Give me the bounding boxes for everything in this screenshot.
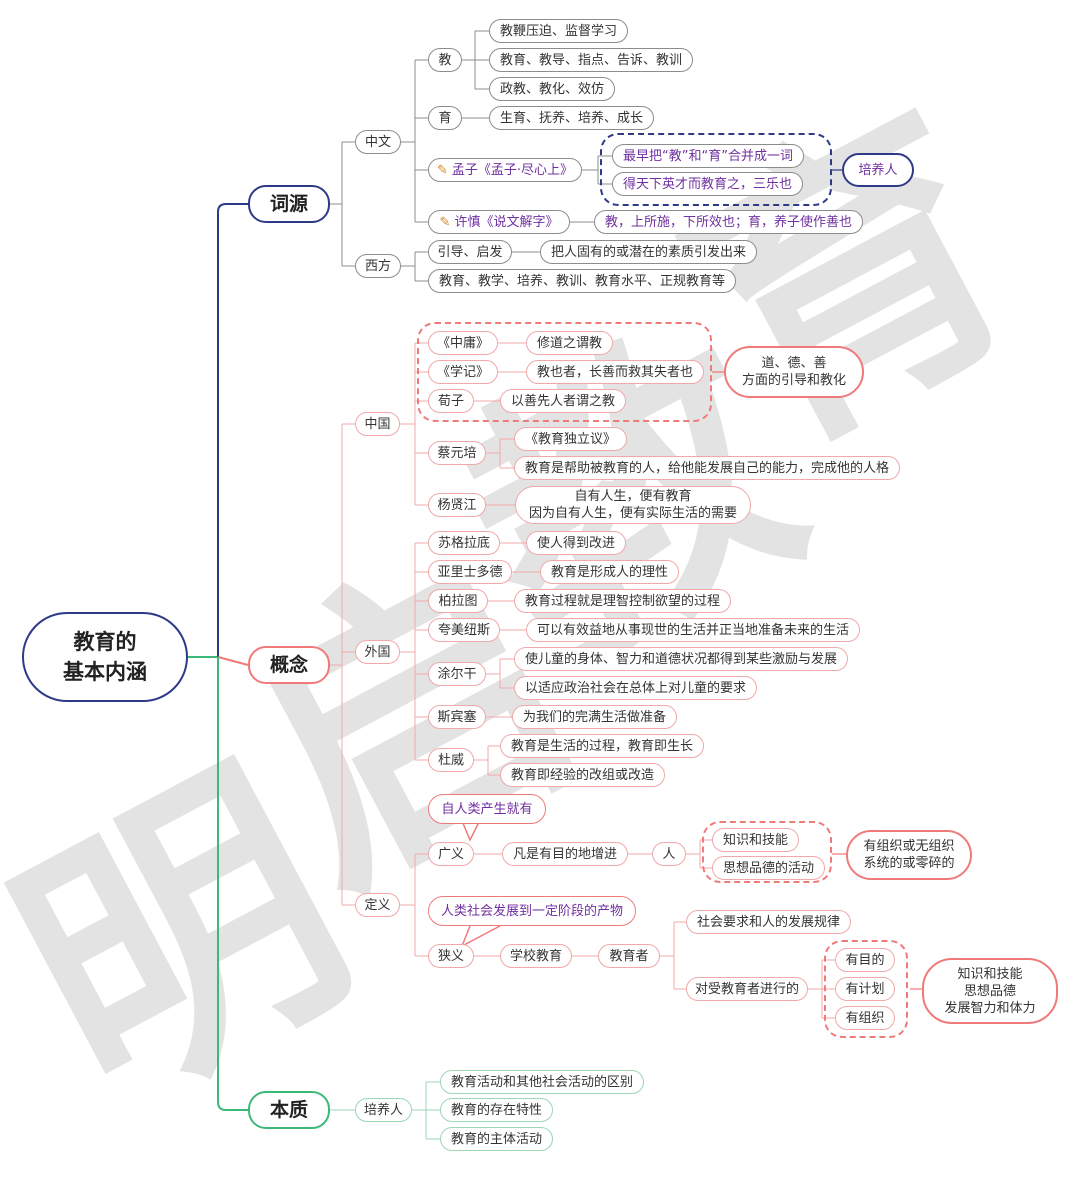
- node-yangxianjiang[interactable]: 杨贤江: [428, 493, 486, 517]
- pencil-icon: ✎: [439, 214, 451, 230]
- branch-ciyuan[interactable]: 词源: [248, 185, 330, 223]
- guangyi-callout[interactable]: 自人类产生就有: [428, 794, 546, 824]
- yangxianjiang-text[interactable]: 自有人生，便有教育 因为自有人生，便有实际生活的需要: [515, 486, 751, 524]
- duwei-item-1[interactable]: 教育是生活的过程，教育即生长: [500, 734, 705, 758]
- xiayi-school[interactable]: 学校教育: [500, 944, 572, 968]
- guangyi-summary[interactable]: 有组织或无组织 系统的或零碎的: [846, 830, 972, 880]
- node-xushen[interactable]: ✎ 许慎《说文解字》: [428, 210, 570, 234]
- duwei-item-2[interactable]: 教育即经验的改组或改造: [500, 763, 666, 787]
- classic-1-name[interactable]: 《中庸》: [428, 331, 498, 355]
- person-kuamei[interactable]: 夸美纽斯: [428, 618, 500, 642]
- person-duwei[interactable]: 杜威: [428, 748, 474, 772]
- branch-benzhi[interactable]: 本质: [248, 1091, 330, 1129]
- classic-3-name[interactable]: 荀子: [428, 389, 474, 413]
- root-node[interactable]: 教育的 基本内涵: [22, 612, 188, 702]
- person-sibinsai[interactable]: 斯宾塞: [428, 705, 486, 729]
- caiyuanpei-item-1[interactable]: 《教育独立议》: [514, 427, 628, 451]
- xiayi-law[interactable]: 社会要求和人的发展规律: [686, 910, 852, 934]
- node-caiyuanpei[interactable]: 蔡元培: [428, 441, 486, 465]
- node-xiayi[interactable]: 狭义: [428, 944, 474, 968]
- mengzi-item-1[interactable]: 最早把“教”和“育”合并成一词: [612, 144, 804, 168]
- node-jiao[interactable]: 教: [428, 48, 462, 72]
- branch-gainian[interactable]: 概念: [248, 646, 330, 684]
- classics-summary[interactable]: 道、德、善 方面的引导和教化: [724, 346, 864, 398]
- node-guangyi[interactable]: 广义: [428, 842, 474, 866]
- bolatu-item[interactable]: 教育过程就是理智控制欲望的过程: [514, 589, 732, 613]
- kuamei-item[interactable]: 可以有效益地从事现世的生活并正当地准备未来的生活: [526, 618, 861, 642]
- node-zhongguo[interactable]: 中国: [355, 412, 400, 436]
- person-tuergan[interactable]: 涂尔干: [428, 662, 486, 686]
- mengzi-label: 孟子《孟子·尽心上》: [451, 162, 574, 178]
- node-waiguo[interactable]: 外国: [355, 640, 400, 664]
- xiayi-cloud: [824, 940, 908, 1038]
- guangyi-cloud: [702, 821, 832, 883]
- benzhi-item-2[interactable]: 教育的存在特性: [440, 1098, 554, 1122]
- node-mengzi[interactable]: ✎ 孟子《孟子·尽心上》: [428, 158, 582, 182]
- node-zhongwen[interactable]: 中文: [355, 130, 401, 154]
- classic-3-text[interactable]: 以善先人者谓之教: [500, 389, 627, 413]
- classics-cloud: [417, 322, 712, 422]
- benzhi-item-3[interactable]: 教育的主体活动: [440, 1127, 554, 1151]
- xushen-label: 许慎《说文解字》: [454, 214, 559, 230]
- suge-item[interactable]: 使人得到改进: [526, 531, 627, 555]
- xifang-terms[interactable]: 教育、教学、培养、教训、教育水平、正规教育等: [428, 269, 737, 293]
- xiayi-educator[interactable]: 教育者: [598, 944, 660, 968]
- yali-item[interactable]: 教育是形成人的理性: [540, 560, 680, 584]
- classic-2-name[interactable]: 《学记》: [428, 360, 498, 384]
- node-yindao[interactable]: 引导、启发: [428, 240, 512, 264]
- jiao-item-2[interactable]: 教育、教导、指点、告诉、教训: [489, 48, 694, 72]
- tuergan-item-1[interactable]: 使儿童的身体、智力和道德状况都得到某些激励与发展: [514, 647, 849, 671]
- benzhi-item-1[interactable]: 教育活动和其他社会活动的区别: [440, 1070, 645, 1094]
- person-bolatu[interactable]: 柏拉图: [428, 589, 488, 613]
- xiayi-callout[interactable]: 人类社会发展到一定阶段的产物: [428, 896, 636, 926]
- guangyi-text[interactable]: 凡是有目的地增进: [502, 842, 629, 866]
- tuergan-item-2[interactable]: 以适应政治社会在总体上对儿童的要求: [514, 676, 758, 700]
- xushen-item[interactable]: 教，上所施，下所效也；育，养子使作善也: [594, 210, 864, 234]
- xiayi-item-3[interactable]: 有组织: [835, 1006, 895, 1030]
- guangyi-item-1[interactable]: 知识和技能: [712, 828, 800, 852]
- mengzi-cloud: [600, 133, 832, 206]
- jiao-item-3[interactable]: 政教、教化、效仿: [489, 77, 616, 101]
- person-suge[interactable]: 苏格拉底: [428, 531, 500, 555]
- xiayi-item-2[interactable]: 有计划: [835, 977, 895, 1001]
- node-dingyi[interactable]: 定义: [355, 893, 400, 917]
- xiayi-item-1[interactable]: 有目的: [835, 948, 895, 972]
- yindao-desc[interactable]: 把人固有的或潜在的素质引发出来: [540, 240, 758, 264]
- xiayi-target[interactable]: 对受教育者进行的: [686, 977, 808, 1001]
- mengzi-summary[interactable]: 培养人: [842, 153, 914, 187]
- yu-item-1[interactable]: 生育、抚养、培养、成长: [489, 106, 655, 130]
- classic-2-text[interactable]: 教也者，长善而救其失者也: [526, 360, 705, 384]
- jiao-item-1[interactable]: 教鞭压迫、监督学习: [489, 19, 629, 43]
- person-yali[interactable]: 亚里士多德: [428, 560, 512, 584]
- caiyuanpei-item-2[interactable]: 教育是帮助被教育的人，给他能发展自己的能力，完成他的人格: [514, 456, 901, 480]
- node-peiyangren[interactable]: 培养人: [355, 1098, 412, 1122]
- guangyi-ren[interactable]: 人: [652, 842, 686, 866]
- pencil-icon: ✎: [436, 162, 448, 178]
- sibinsai-item[interactable]: 为我们的完满生活做准备: [512, 705, 678, 729]
- classic-1-text[interactable]: 修道之谓教: [526, 331, 614, 355]
- mengzi-item-2[interactable]: 得天下英才而教育之，三乐也: [612, 172, 804, 196]
- node-yu[interactable]: 育: [428, 106, 462, 130]
- xiayi-summary[interactable]: 知识和技能 思想品德 发展智力和体力: [922, 958, 1058, 1024]
- node-xifang[interactable]: 西方: [355, 254, 401, 278]
- guangyi-item-2[interactable]: 思想品德的活动: [712, 856, 826, 880]
